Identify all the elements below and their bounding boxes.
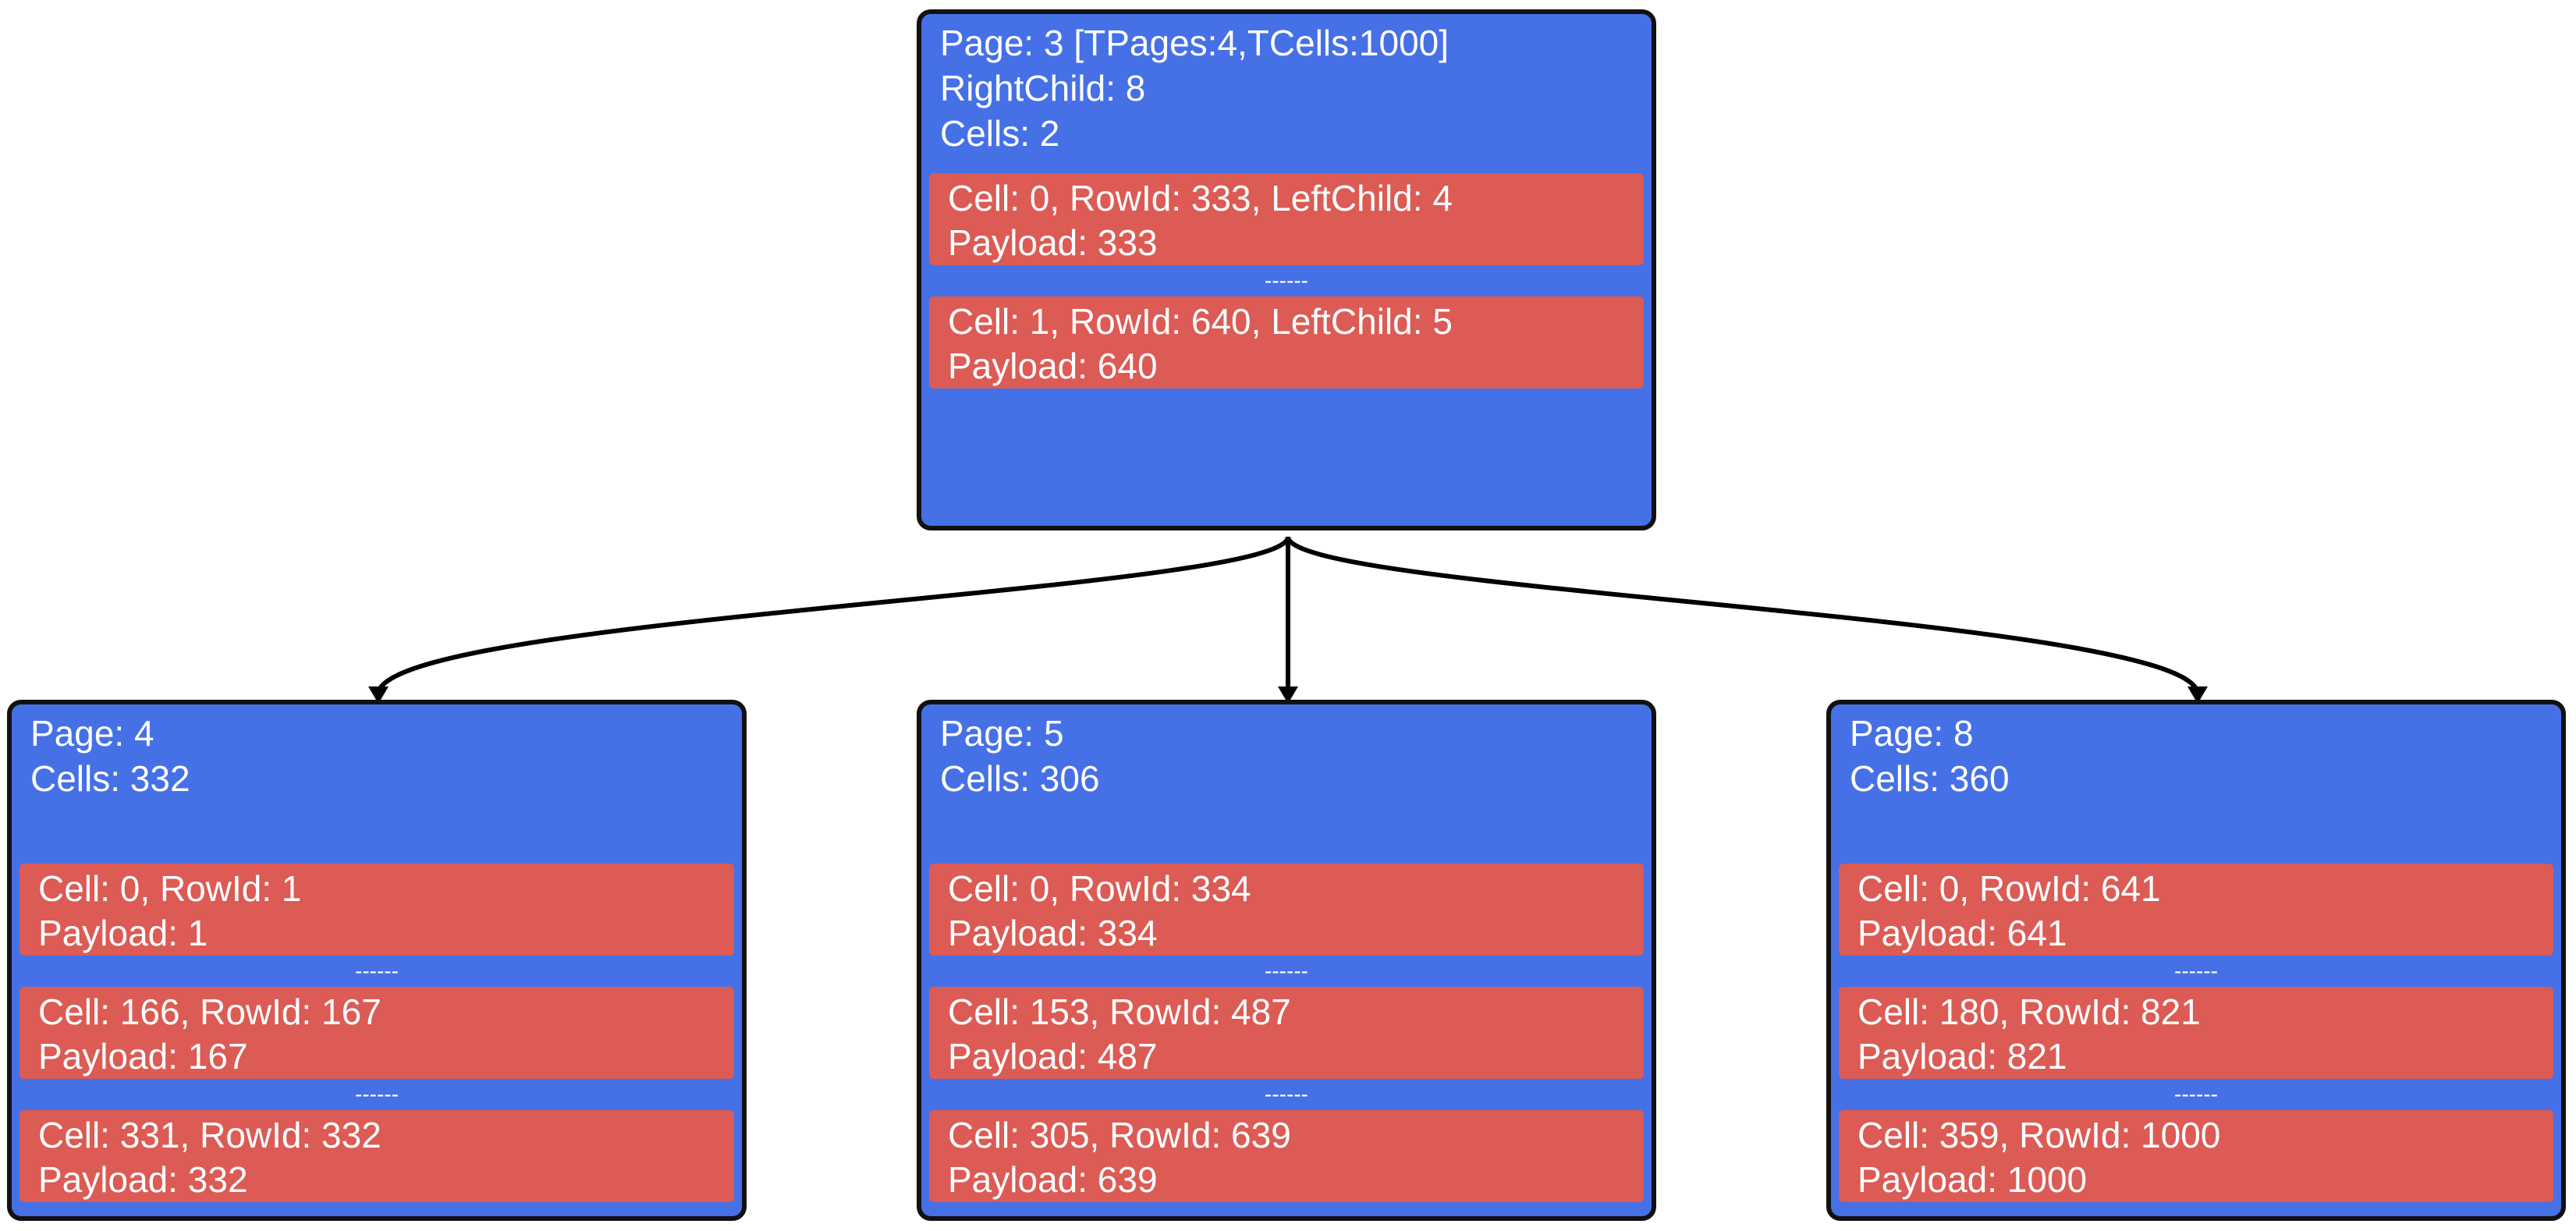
cell-payload-line: Payload: 167	[38, 1036, 248, 1077]
leaf-page-title: Page: 4	[30, 713, 154, 754]
leaf-page-4-header: Page: 4 Cells: 332	[30, 711, 190, 801]
leaf-page-4-cell-1: Cell: 166, RowId: 167 Payload: 167	[20, 987, 734, 1079]
cell-payload-line: Payload: 1	[38, 913, 208, 953]
cell-separator: ------	[1265, 959, 1308, 983]
cell-key-line: Cell: 166, RowId: 167	[38, 992, 381, 1032]
cell-key-line: Cell: 0, RowId: 1	[38, 868, 302, 909]
cell-separator: ------	[355, 1082, 399, 1106]
leaf-page-5-header: Page: 5 Cells: 306	[940, 711, 1100, 801]
leaf-page-title: Page: 8	[1850, 713, 1974, 754]
cell-payload-line: Payload: 1000	[1857, 1159, 2088, 1200]
edge-root-to-page-8	[1286, 535, 2201, 697]
leaf-cell-count: Cells: 306	[940, 758, 1100, 799]
cell-payload-line: Payload: 332	[38, 1159, 248, 1200]
cell-key-line: Cell: 1, RowId: 640, LeftChild: 5	[948, 301, 1453, 342]
cell-key-line: Cell: 305, RowId: 639	[948, 1115, 1291, 1155]
cell-payload-line: Payload: 821	[1857, 1036, 2067, 1077]
root-right-child: RightChild: 8	[940, 68, 1146, 108]
cell-key-line: Cell: 0, RowId: 641	[1857, 868, 2161, 909]
root-cell-count: Cells: 2	[940, 113, 1060, 154]
cell-separator: ------	[1265, 1082, 1308, 1106]
cell-payload-line: Payload: 334	[948, 913, 1158, 953]
arrowhead-page-8	[2187, 686, 2208, 704]
leaf-page-8-cell-2: Cell: 359, RowId: 1000 Payload: 1000	[1839, 1110, 2553, 1202]
cell-key-line: Cell: 153, RowId: 487	[948, 992, 1291, 1032]
root-page-title: Page: 3 [TPages:4,TCells:1000]	[940, 23, 1449, 63]
cell-separator: ------	[2174, 959, 2218, 983]
cell-payload-line: Payload: 639	[948, 1159, 1158, 1200]
cell-payload-line: Payload: 487	[948, 1036, 1158, 1077]
leaf-page-5-cell-2: Cell: 305, RowId: 639 Payload: 639	[929, 1110, 1644, 1202]
cell-payload-line: Payload: 640	[948, 346, 1158, 386]
leaf-page-title: Page: 5	[940, 713, 1064, 754]
cell-key-line: Cell: 359, RowId: 1000	[1857, 1115, 2221, 1155]
edge-root-to-page-4	[375, 535, 1290, 697]
cell-key-line: Cell: 0, RowId: 334	[948, 868, 1251, 909]
arrowhead-page-5	[1278, 686, 1298, 704]
cell-key-line: Cell: 180, RowId: 821	[1857, 992, 2201, 1032]
root-page-node: Page: 3 [TPages:4,TCells:1000] RightChil…	[917, 9, 1656, 530]
leaf-cell-count: Cells: 360	[1850, 758, 2010, 799]
leaf-page-8-node: Page: 8 Cells: 360 Cell: 0, RowId: 641 P…	[1826, 700, 2566, 1221]
cell-separator: ------	[2174, 1082, 2218, 1106]
leaf-page-4-cell-2: Cell: 331, RowId: 332 Payload: 332	[20, 1110, 734, 1202]
arrowhead-page-4	[368, 686, 389, 704]
root-cell-0: Cell: 0, RowId: 333, LeftChild: 4 Payloa…	[929, 173, 1644, 265]
cell-key-line: Cell: 0, RowId: 333, LeftChild: 4	[948, 178, 1453, 218]
cell-separator: ------	[1265, 268, 1308, 293]
cell-payload-line: Payload: 333	[948, 222, 1158, 263]
leaf-page-4-cell-0: Cell: 0, RowId: 1 Payload: 1	[20, 864, 734, 956]
leaf-page-5-cell-0: Cell: 0, RowId: 334 Payload: 334	[929, 864, 1644, 956]
cell-key-line: Cell: 331, RowId: 332	[38, 1115, 381, 1155]
root-cell-1: Cell: 1, RowId: 640, LeftChild: 5 Payloa…	[929, 296, 1644, 388]
leaf-page-4-node: Page: 4 Cells: 332 Cell: 0, RowId: 1 Pay…	[7, 700, 747, 1221]
leaf-cell-count: Cells: 332	[30, 758, 190, 799]
leaf-page-5-node: Page: 5 Cells: 306 Cell: 0, RowId: 334 P…	[917, 700, 1656, 1221]
leaf-page-5-cell-1: Cell: 153, RowId: 487 Payload: 487	[929, 987, 1644, 1079]
cell-payload-line: Payload: 641	[1857, 913, 2067, 953]
leaf-page-8-header: Page: 8 Cells: 360	[1850, 711, 2010, 801]
root-page-header: Page: 3 [TPages:4,TCells:1000] RightChil…	[940, 20, 1449, 156]
leaf-page-8-cell-1: Cell: 180, RowId: 821 Payload: 821	[1839, 987, 2553, 1079]
leaf-page-8-cell-0: Cell: 0, RowId: 641 Payload: 641	[1839, 864, 2553, 956]
cell-separator: ------	[355, 959, 399, 983]
